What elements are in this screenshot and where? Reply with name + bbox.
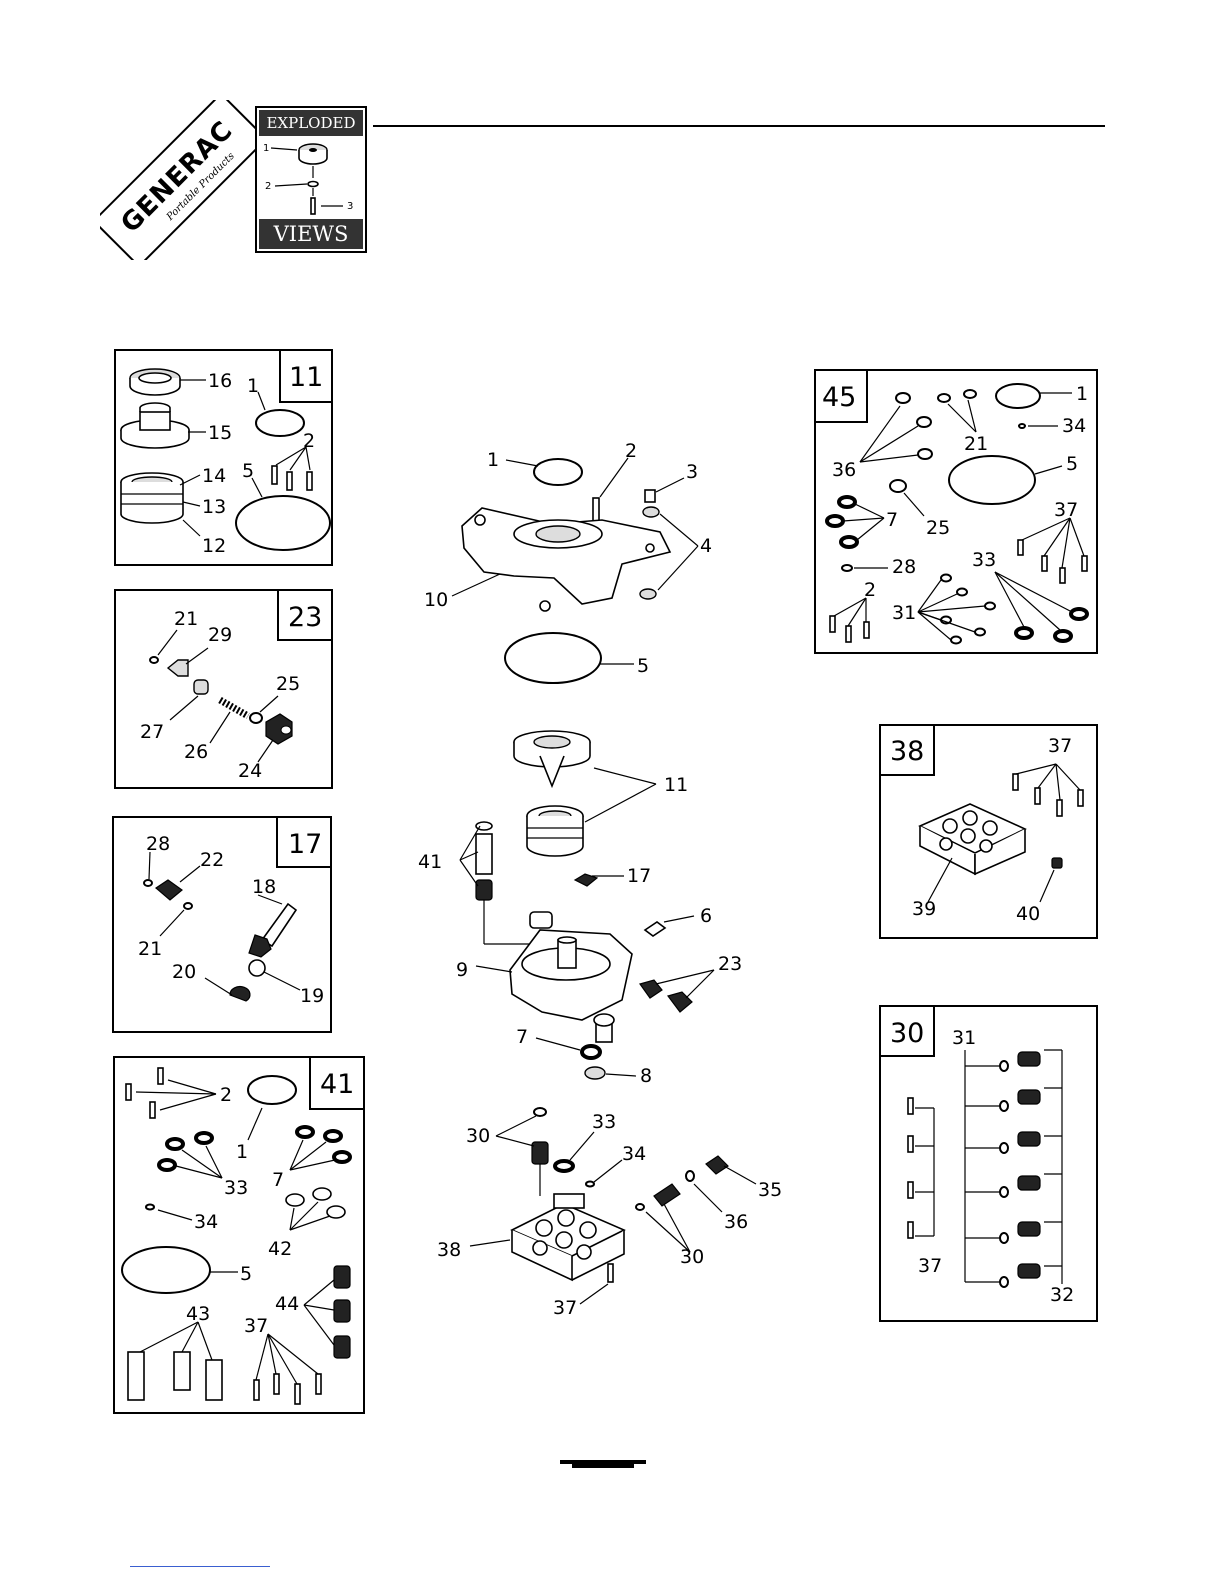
center-label-38: 38 (437, 1239, 461, 1261)
box-30: 30 31 37 32 (880, 1006, 1097, 1321)
center-label-41: 41 (418, 851, 442, 873)
b17-label-28: 28 (146, 833, 170, 855)
center-label-5: 5 (637, 655, 649, 677)
b17-label-19: 19 (300, 985, 324, 1007)
center-label-11: 11 (664, 774, 688, 796)
footer-bar-lower (572, 1464, 634, 1468)
b11-label-13: 13 (202, 496, 226, 518)
b45-label-5: 5 (1066, 453, 1078, 475)
center-label-4: 4 (700, 535, 712, 557)
box-41: 41 (114, 1057, 364, 1413)
b23-label-29: 29 (208, 624, 232, 646)
center-label-2: 2 (625, 440, 637, 462)
b45-label-7: 7 (886, 509, 898, 531)
b45-label-2: 2 (864, 579, 876, 601)
b17-label-22: 22 (200, 849, 224, 871)
center-label-37: 37 (553, 1297, 577, 1319)
center-label-30b: 30 (680, 1246, 704, 1268)
b23-label-25: 25 (276, 673, 300, 695)
center-label-36: 36 (724, 1211, 748, 1233)
b45-label-37: 37 (1054, 499, 1078, 521)
center-label-23: 23 (718, 953, 742, 975)
b45-label-28: 28 (892, 556, 916, 578)
b23-label-21: 21 (174, 608, 198, 630)
footer-bar (560, 1460, 646, 1464)
b11-label-15: 15 (208, 422, 232, 444)
box-11: 11 16 15 14 13 (115, 350, 332, 565)
b41-label-33: 33 (224, 1177, 248, 1199)
b41-label-42: 42 (268, 1238, 292, 1260)
b23-label-24: 24 (238, 760, 262, 782)
b45-label-1: 1 (1076, 383, 1088, 405)
b41-label-2: 2 (220, 1084, 232, 1106)
b41-label-43: 43 (186, 1303, 210, 1325)
b45-label-25: 25 (926, 517, 950, 539)
b41-label-37: 37 (244, 1315, 268, 1337)
b11-label-16: 16 (208, 370, 232, 392)
b45-label-21: 21 (964, 433, 988, 455)
center-label-30a: 30 (466, 1125, 490, 1147)
b45-label-34: 34 (1062, 415, 1086, 437)
center-label-9: 9 (456, 959, 468, 981)
b45-label-33: 33 (972, 549, 996, 571)
footer-link-underline[interactable] (130, 1566, 270, 1567)
b11-label-12: 12 (202, 535, 226, 557)
b38-label-37: 37 (1048, 735, 1072, 757)
b38-label-39: 39 (912, 898, 936, 920)
center-label-17: 17 (627, 865, 651, 887)
center-middle-assembly: 11 41 17 6 9 23 7 8 (418, 731, 742, 1087)
box-38-title: 38 (890, 736, 924, 767)
b30-label-31: 31 (952, 1027, 976, 1049)
box-17: 17 28 22 18 21 20 19 (113, 817, 331, 1032)
box-23-title: 23 (288, 602, 322, 633)
box-30-title: 30 (890, 1018, 924, 1049)
center-top-assembly: 1 2 3 4 10 5 (424, 440, 712, 683)
b41-label-1: 1 (236, 1141, 248, 1163)
b11-label-14: 14 (202, 465, 226, 487)
center-label-7: 7 (516, 1026, 528, 1048)
box-41-title: 41 (320, 1069, 354, 1100)
center-label-34: 34 (622, 1143, 646, 1165)
box-38: 38 37 39 40 (880, 725, 1097, 938)
b41-label-44: 44 (275, 1293, 299, 1315)
b45-label-36: 36 (832, 459, 856, 481)
b23-label-26: 26 (184, 741, 208, 763)
b30-label-37: 37 (918, 1255, 942, 1277)
center-label-10: 10 (424, 589, 448, 611)
b38-label-40: 40 (1016, 903, 1040, 925)
b41-label-34: 34 (194, 1211, 218, 1233)
box-45-title: 45 (822, 382, 856, 413)
b11-label-1: 1 (247, 375, 259, 397)
box-11-title: 11 (289, 362, 323, 393)
b17-label-20: 20 (172, 961, 196, 983)
center-label-6: 6 (700, 905, 712, 927)
box-17-title: 17 (288, 829, 322, 860)
center-label-3: 3 (686, 461, 698, 483)
b17-label-21: 21 (138, 938, 162, 960)
center-label-35: 35 (758, 1179, 782, 1201)
b17-label-18: 18 (252, 876, 276, 898)
b41-label-7: 7 (272, 1169, 284, 1191)
b23-label-27: 27 (140, 721, 164, 743)
b11-label-2: 2 (303, 430, 315, 452)
b41-label-5: 5 (240, 1263, 252, 1285)
b11-label-5: 5 (242, 460, 254, 482)
b30-label-32: 32 (1050, 1284, 1074, 1306)
box-23: 23 21 29 27 26 25 24 (115, 590, 332, 788)
box-45: 45 (815, 370, 1097, 653)
center-label-33: 33 (592, 1111, 616, 1133)
center-bottom-assembly: 30 33 34 35 36 30 38 37 (437, 1108, 782, 1319)
b45-label-31: 31 (892, 602, 916, 624)
center-label-1: 1 (487, 449, 499, 471)
center-label-8: 8 (640, 1065, 652, 1087)
